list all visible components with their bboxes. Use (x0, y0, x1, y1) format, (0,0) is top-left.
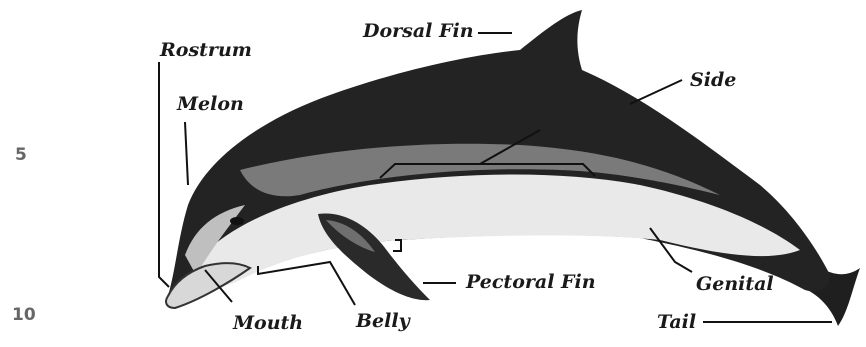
leader-rostrum (159, 62, 169, 287)
margin-number-10: 10 (12, 305, 36, 325)
label-rostrum: Rostrum (160, 41, 252, 60)
dolphin-eye (230, 217, 244, 225)
label-tail: Tail (657, 313, 696, 332)
label-belly: Belly (356, 312, 410, 331)
leader-side (630, 80, 682, 104)
label-pectoral-fin: Pectoral Fin (466, 273, 596, 292)
leader-belly (258, 262, 355, 305)
leader-pectoral-bracket (393, 240, 401, 251)
label-side: Side (690, 71, 736, 90)
label-dorsal-fin: Dorsal Fin (363, 22, 474, 41)
label-genital: Genital (696, 275, 774, 294)
label-mouth: Mouth (233, 314, 303, 333)
leader-melon (185, 122, 188, 185)
margin-number-5: 5 (15, 145, 27, 165)
label-melon: Melon (177, 95, 244, 114)
